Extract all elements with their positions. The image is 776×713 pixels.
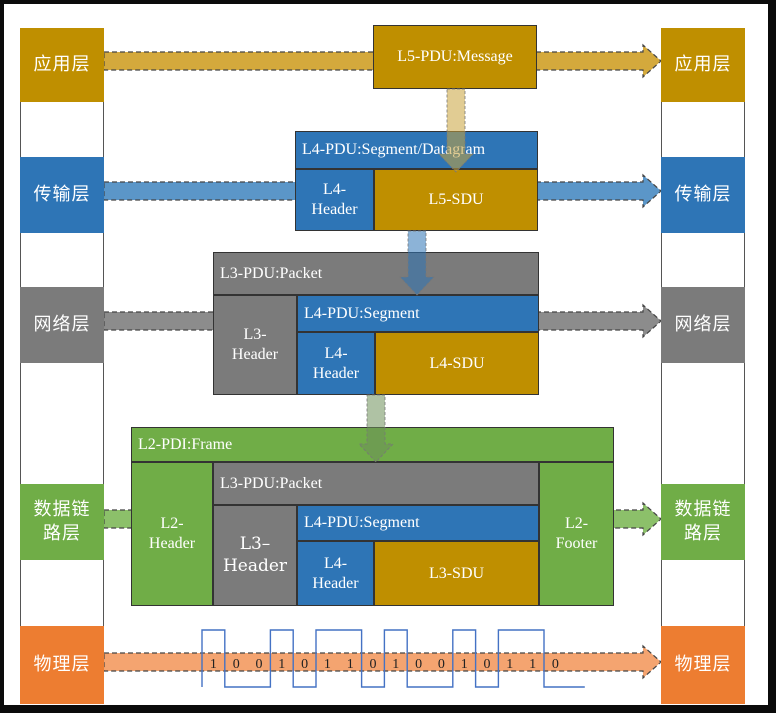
bit-9: 0 bbox=[415, 657, 422, 672]
l5-sdu-label: L5-SDU bbox=[428, 191, 484, 208]
l3-inner-l4-header: L4- Header bbox=[297, 332, 375, 395]
bit-0: 1 bbox=[210, 657, 217, 672]
bit-8: 1 bbox=[392, 657, 399, 672]
l5-pdu-message: L5-PDU:Message bbox=[373, 25, 537, 89]
l2-footer-line2: Footer bbox=[555, 535, 598, 552]
l2-inner-l3-header: L3–Header bbox=[213, 505, 297, 606]
right-layer-transport: 传输层 bbox=[661, 157, 745, 233]
l3-pdu-title: L3-PDU:Packet bbox=[213, 252, 539, 295]
encapsulate-l3-into-l2-arrow bbox=[358, 394, 394, 463]
l3-inner-l4-pdu: L4-PDU:Segment bbox=[297, 295, 539, 332]
bit-10: 0 bbox=[438, 657, 445, 672]
bit-3: 1 bbox=[278, 657, 285, 672]
left-layer-physical: 物理层 bbox=[20, 626, 104, 704]
right-layer-datalink: 数据链路层 bbox=[661, 484, 745, 560]
layer-label-line1: 数据链 bbox=[674, 498, 732, 520]
bit-14: 1 bbox=[529, 657, 536, 672]
diagram-canvas: 应用层 传输层 网络层 数据链路层 物理层 应用层 传输层 网络层 数据链路层 … bbox=[4, 4, 768, 705]
bit-2: 0 bbox=[256, 657, 263, 672]
l4-header-line2: Header bbox=[312, 574, 359, 592]
bit-6: 1 bbox=[347, 657, 354, 672]
l5-pdu-label: L5-PDU:Message bbox=[397, 48, 513, 65]
layer-label: 应用层 bbox=[674, 53, 732, 75]
bit-7: 0 bbox=[370, 657, 377, 672]
layer-label-line1: 数据链 bbox=[33, 498, 91, 520]
layer-label-line2: 路层 bbox=[43, 523, 81, 544]
l2-header-line1: L2- bbox=[160, 515, 184, 532]
bit-11: 1 bbox=[461, 657, 468, 672]
l2-inner-l4-header: L4- Header bbox=[297, 541, 374, 606]
l4-header: L4- Header bbox=[295, 169, 374, 231]
l2-inner-l4-pdu-label: L4-PDU:Segment bbox=[304, 514, 420, 531]
l2-header-line2: Header bbox=[148, 535, 196, 552]
l2-header: L2- Header bbox=[131, 462, 213, 606]
bit-15: 0 bbox=[552, 657, 559, 672]
l3-header-line1: L3– bbox=[239, 534, 271, 555]
l3-sdu: L3-SDU bbox=[374, 541, 539, 606]
layer-label: 传输层 bbox=[33, 183, 91, 205]
l2-pdu-label: L2-PDI:Frame bbox=[138, 435, 233, 453]
layer-label: 网络层 bbox=[33, 313, 91, 335]
l3-inner-l4-pdu-label: L4-PDU:Segment bbox=[304, 304, 420, 322]
l2-inner-l4-pdu: L4-PDU:Segment bbox=[297, 505, 539, 541]
l3-header-line1: L3- bbox=[243, 326, 267, 343]
l3-sdu-label: L3-SDU bbox=[428, 564, 485, 582]
l2-footer-line1: L2- bbox=[564, 515, 589, 532]
bit-4: 0 bbox=[301, 657, 308, 672]
left-layer-transport: 传输层 bbox=[20, 157, 104, 233]
right-stack-column bbox=[661, 28, 745, 704]
bit-5: 1 bbox=[324, 657, 331, 672]
encapsulate-l5-into-l4-arrow bbox=[438, 88, 474, 173]
l3-pdu-label: L3-PDU:Packet bbox=[220, 264, 323, 282]
layer-label: 网络层 bbox=[674, 313, 732, 335]
encapsulate-l4-into-l3-arrow bbox=[399, 230, 435, 296]
l4-header-line1: L4- bbox=[324, 344, 348, 362]
left-layer-network: 网络层 bbox=[20, 287, 104, 363]
layer-label: 物理层 bbox=[33, 653, 91, 675]
bit-12: 0 bbox=[484, 657, 491, 672]
l5-sdu: L5-SDU bbox=[374, 169, 538, 231]
l2-inner-l3-pdu: L3-PDU:Packet bbox=[213, 462, 539, 505]
l4-header-line2: Header bbox=[312, 364, 360, 382]
physical-signal-waveform bbox=[201, 629, 585, 688]
bit-13: 1 bbox=[506, 657, 513, 672]
layer-label: 传输层 bbox=[674, 183, 732, 205]
layer-label: 应用层 bbox=[33, 53, 91, 75]
l4-header-line2: Header bbox=[311, 201, 358, 218]
l3-header: L3- Header bbox=[213, 295, 297, 395]
right-layer-application: 应用层 bbox=[661, 28, 745, 102]
l4-header-line1: L4- bbox=[323, 554, 348, 572]
layer-label-line2: 路层 bbox=[684, 523, 722, 544]
l4-pdu-title: L4-PDU:Segment/Datagram bbox=[295, 131, 538, 169]
l3-header-line2: Header bbox=[231, 346, 279, 363]
left-stack-column bbox=[20, 28, 104, 704]
bit-1: 0 bbox=[233, 657, 240, 672]
right-layer-network: 网络层 bbox=[661, 287, 745, 363]
l4-header-line1: L4- bbox=[322, 181, 347, 198]
physical-flow-arrow bbox=[103, 644, 662, 680]
l2-footer: L2- Footer bbox=[539, 462, 614, 606]
l3-header-line2: Header bbox=[222, 555, 288, 576]
left-layer-application: 应用层 bbox=[20, 28, 104, 102]
layer-label: 物理层 bbox=[674, 653, 732, 675]
l4-sdu: L4-SDU bbox=[375, 332, 539, 395]
right-layer-physical: 物理层 bbox=[661, 626, 745, 704]
l4-sdu-label: L4-SDU bbox=[429, 354, 485, 372]
l2-inner-l3-pdu-label: L3-PDU:Packet bbox=[220, 474, 323, 492]
left-layer-datalink: 数据链路层 bbox=[20, 484, 104, 560]
